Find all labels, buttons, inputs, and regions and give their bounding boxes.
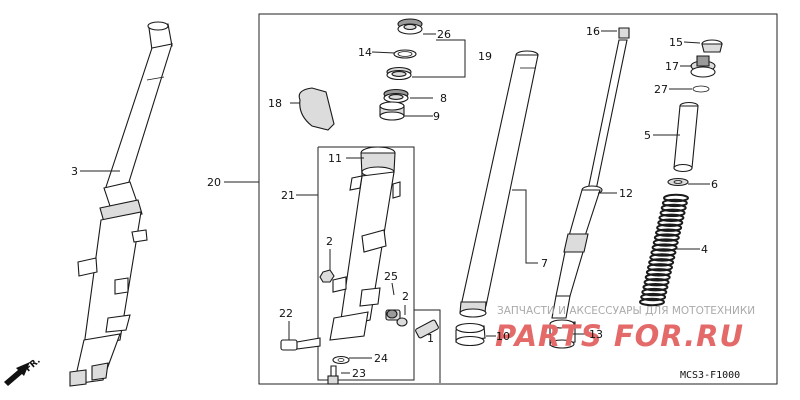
- callout-24: 24: [374, 352, 388, 365]
- callout-5: 5: [644, 129, 651, 142]
- spring-coil: [643, 277, 670, 287]
- callout-17: 17: [665, 60, 679, 73]
- spring-coil: [653, 233, 680, 242]
- spring-coil: [656, 223, 683, 232]
- callout-4: 4: [701, 243, 708, 256]
- callout-21: 21: [281, 189, 295, 202]
- part-18-shape: [298, 87, 335, 131]
- callout-22: 22: [279, 307, 293, 320]
- callout-10: 10: [496, 330, 510, 343]
- spring-coil: [651, 243, 678, 252]
- fork-spring: [639, 193, 689, 307]
- spring-coil: [641, 287, 668, 297]
- fork-assembly-illustration: [69, 21, 173, 387]
- diagram-code: MCS3-F1000: [680, 370, 740, 381]
- spring-coil: [657, 218, 684, 227]
- callout-3: 3: [71, 165, 78, 178]
- callout-20: 20: [207, 176, 221, 189]
- spring-coil: [647, 263, 673, 272]
- direction-label: FR.: [24, 356, 43, 374]
- spring-coil: [658, 213, 685, 223]
- inner-tube-illustration: [455, 50, 539, 347]
- callout-2b: 2: [402, 290, 409, 303]
- callout-8: 8: [440, 92, 447, 105]
- callout-7: 7: [541, 257, 548, 270]
- outer-tube-illustration: [329, 146, 401, 341]
- spring-coil: [649, 253, 676, 262]
- spring-coil: [644, 273, 671, 282]
- spring-coil: [640, 292, 667, 302]
- callout-23: 23: [352, 367, 366, 380]
- callout-26: 26: [437, 28, 451, 41]
- callout-15: 15: [669, 36, 683, 49]
- spring-coil: [639, 297, 665, 307]
- callout-19: 19: [478, 50, 492, 63]
- callout-2a: 2: [326, 235, 333, 248]
- assembly-frame-20: [258, 13, 778, 385]
- callout-12: 12: [619, 187, 633, 200]
- callout-27: 27: [654, 83, 668, 96]
- front-direction-arrow: FR.: [4, 356, 43, 386]
- spring-coil: [650, 248, 677, 257]
- watermark-brand: PARTS FOR.RU: [495, 319, 744, 353]
- spring-coil: [645, 268, 672, 277]
- spring-coil: [660, 203, 687, 213]
- spring-coil: [659, 208, 686, 218]
- spring-coil: [661, 198, 688, 208]
- bolt-hardware-illustration: [280, 269, 439, 385]
- callout-13: 13: [589, 328, 603, 341]
- callout-9: 9: [433, 110, 440, 123]
- callout-6: 6: [711, 178, 718, 191]
- callout-25: 25: [384, 270, 398, 283]
- watermark-caption: ЗАПЧАСТИ И АКСЕССУАРЫ ДЛЯ МОТОТЕХНИКИ: [497, 305, 755, 317]
- callout-1: 1: [427, 332, 434, 345]
- spring-coil: [642, 282, 669, 292]
- callout-labels: 1 2 2 3 4 5 6 7 8 9 10 11 12 13 14 15 16…: [71, 25, 718, 380]
- callout-14: 14: [358, 46, 372, 59]
- callout-16: 16: [586, 25, 600, 38]
- spring-coil: [648, 258, 675, 267]
- frame-notch: [414, 309, 441, 383]
- spring-side-illustration: [667, 39, 723, 187]
- spring-coil: [652, 238, 679, 247]
- damper-rod-illustration: [549, 27, 630, 349]
- callout-18: 18: [268, 97, 282, 110]
- leader-lines: [80, 30, 710, 374]
- spring-coil: [655, 228, 681, 237]
- spring-coil: [663, 193, 689, 203]
- callout-11: 11: [328, 152, 342, 165]
- seal-stack-illustration: [379, 18, 423, 121]
